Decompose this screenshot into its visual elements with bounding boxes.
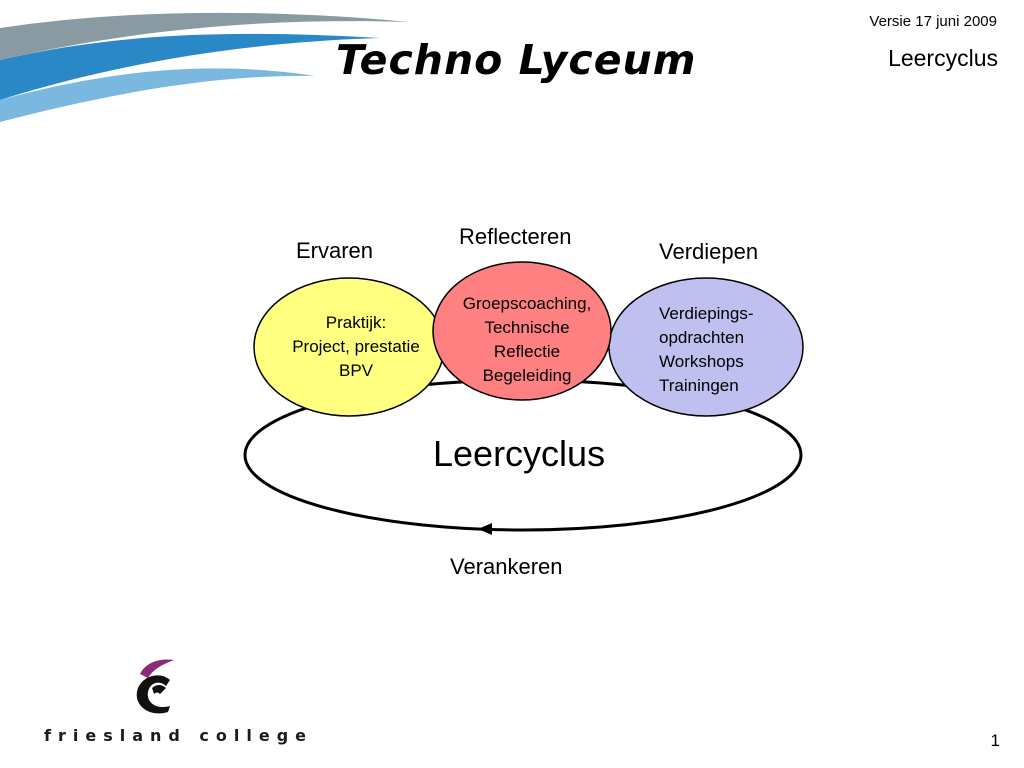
verdiepen-line: Trainingen	[659, 376, 739, 395]
reflecteren-line: Technische	[484, 318, 570, 337]
label-reflecteren: Reflecteren	[459, 224, 572, 249]
reflecteren-line: Reflectie	[493, 342, 561, 361]
page-number: 1	[990, 731, 1000, 750]
header-swoosh	[0, 12, 410, 122]
label-verdiepen: Verdiepen	[659, 239, 759, 264]
ervaren-text: Praktijk: Project, prestatie BPV	[274, 311, 438, 383]
slide-title: Leercyclus	[888, 45, 998, 71]
ervaren-line: Praktijk:	[325, 313, 387, 332]
college-logo-icon	[136, 659, 174, 714]
reflecteren-text: Groepscoaching, Technische Reflectie Beg…	[442, 292, 612, 388]
college-name: friesland college	[44, 726, 314, 745]
cycle-arrowhead	[478, 523, 492, 535]
ervaren-line: Project, prestatie	[292, 337, 420, 356]
ellipse-reflecteren	[432, 261, 612, 401]
version-text: Versie 17 juni 2009	[869, 13, 997, 30]
brand-title: Techno Lyceum	[336, 36, 697, 84]
reflecteren-line: Groepscoaching,	[462, 294, 592, 313]
verdiepen-line: Verdiepings-	[659, 304, 754, 323]
label-verankeren: Verankeren	[450, 554, 563, 579]
verdiepen-line: opdrachten	[659, 328, 745, 347]
label-ervaren: Ervaren	[296, 238, 374, 263]
verdiepen-text: Verdiepings- opdrachten Workshops Traini…	[659, 302, 754, 398]
verdiepen-line: Workshops	[659, 352, 744, 371]
ervaren-line: BPV	[338, 361, 374, 380]
reflecteren-line: Begeleiding	[482, 366, 572, 385]
cycle-center-label: Leercyclus	[433, 433, 606, 474]
